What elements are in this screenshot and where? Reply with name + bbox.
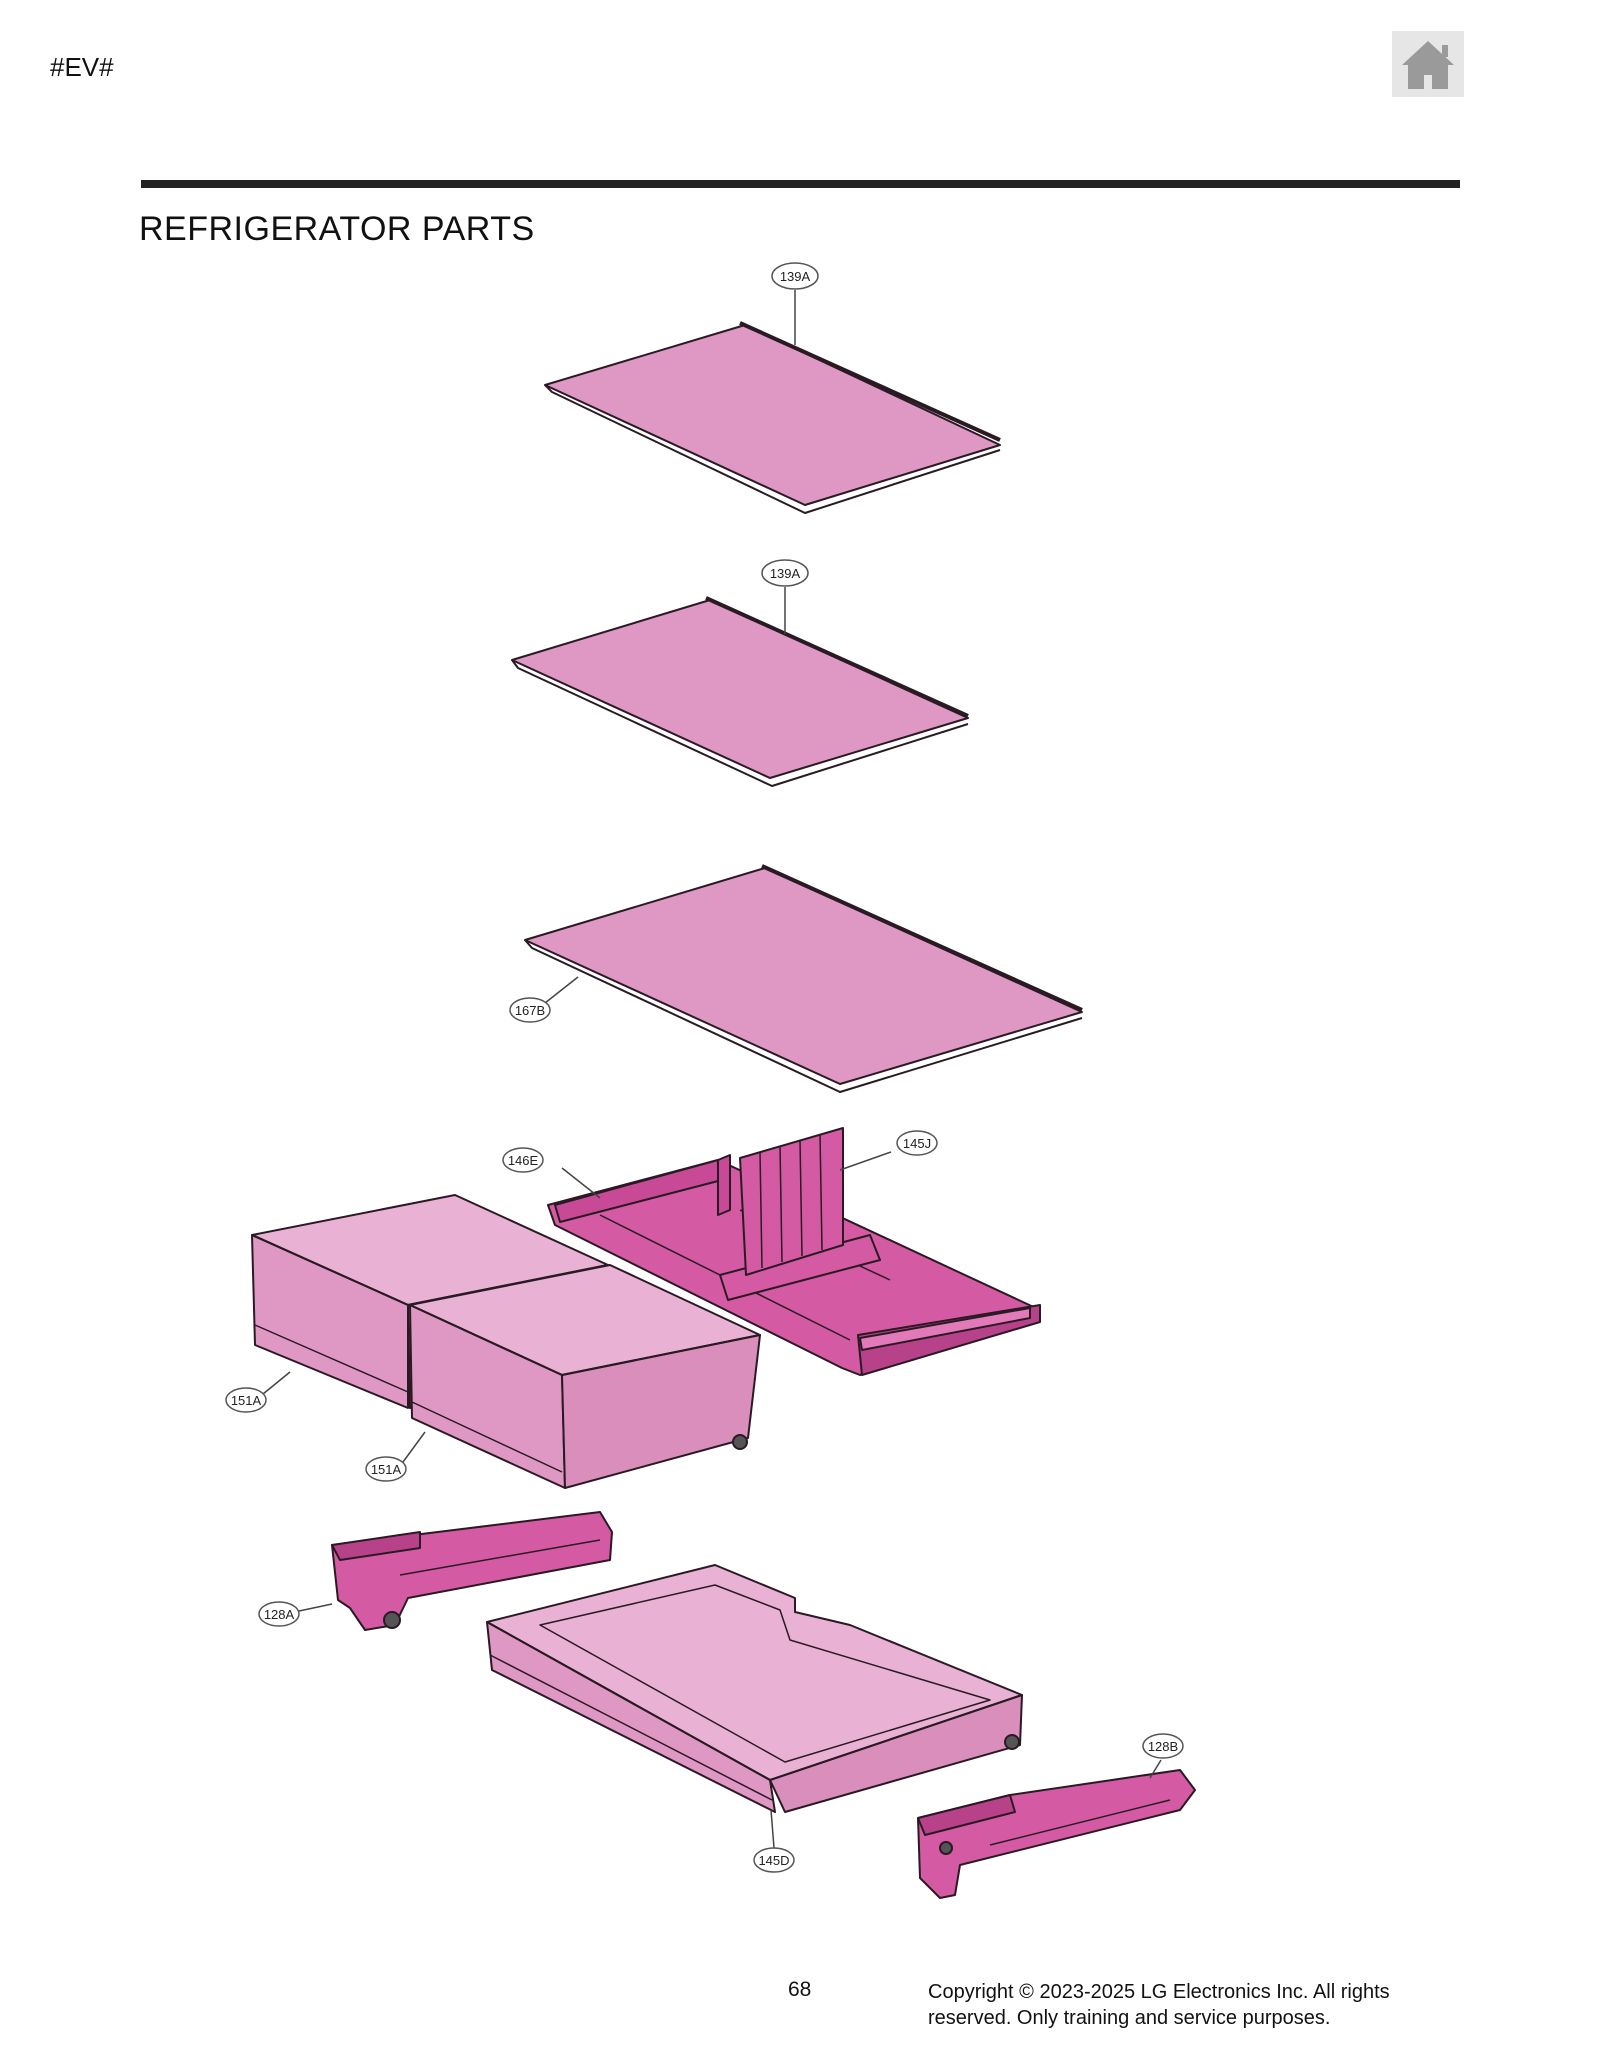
copyright-notice: Copyright © 2023-2025 LG Electronics Inc… [928,1981,1390,2029]
callout-ovals [225,262,1184,1873]
callout-128a: 128A [264,1607,295,1622]
bin-151a-right [409,1264,761,1489]
leader-lines [262,290,1162,1849]
page-title: REFRIGERATOR PARTS [139,210,535,248]
divider-145j [739,1127,844,1276]
shelf-139a-top [544,321,1001,514]
callout-167b: 167B [515,1003,545,1018]
callout-146e: 146E [508,1153,539,1168]
page-number: 68 [788,1978,812,2001]
drawer-frame-146e [547,1154,1041,1376]
callout-145j: 145J [903,1136,931,1151]
callout-128b: 128B [1148,1739,1178,1754]
rail-128a [331,1511,613,1631]
drawer-145d [486,1564,1023,1813]
page-marker: #EV# [50,52,114,82]
home-button[interactable] [1392,31,1464,97]
home-icon [1402,41,1454,89]
callout-151a-1: 151A [231,1393,262,1408]
callout-139a-1: 139A [780,269,811,284]
callout-151a-2: 151A [371,1462,402,1477]
shelf-167b [524,864,1083,1093]
shelf-139a-second [511,596,969,787]
callout-145d: 145D [758,1853,789,1868]
header-rule [141,180,1460,188]
callout-139a-2: 139A [770,566,801,581]
rail-128b [917,1769,1196,1899]
